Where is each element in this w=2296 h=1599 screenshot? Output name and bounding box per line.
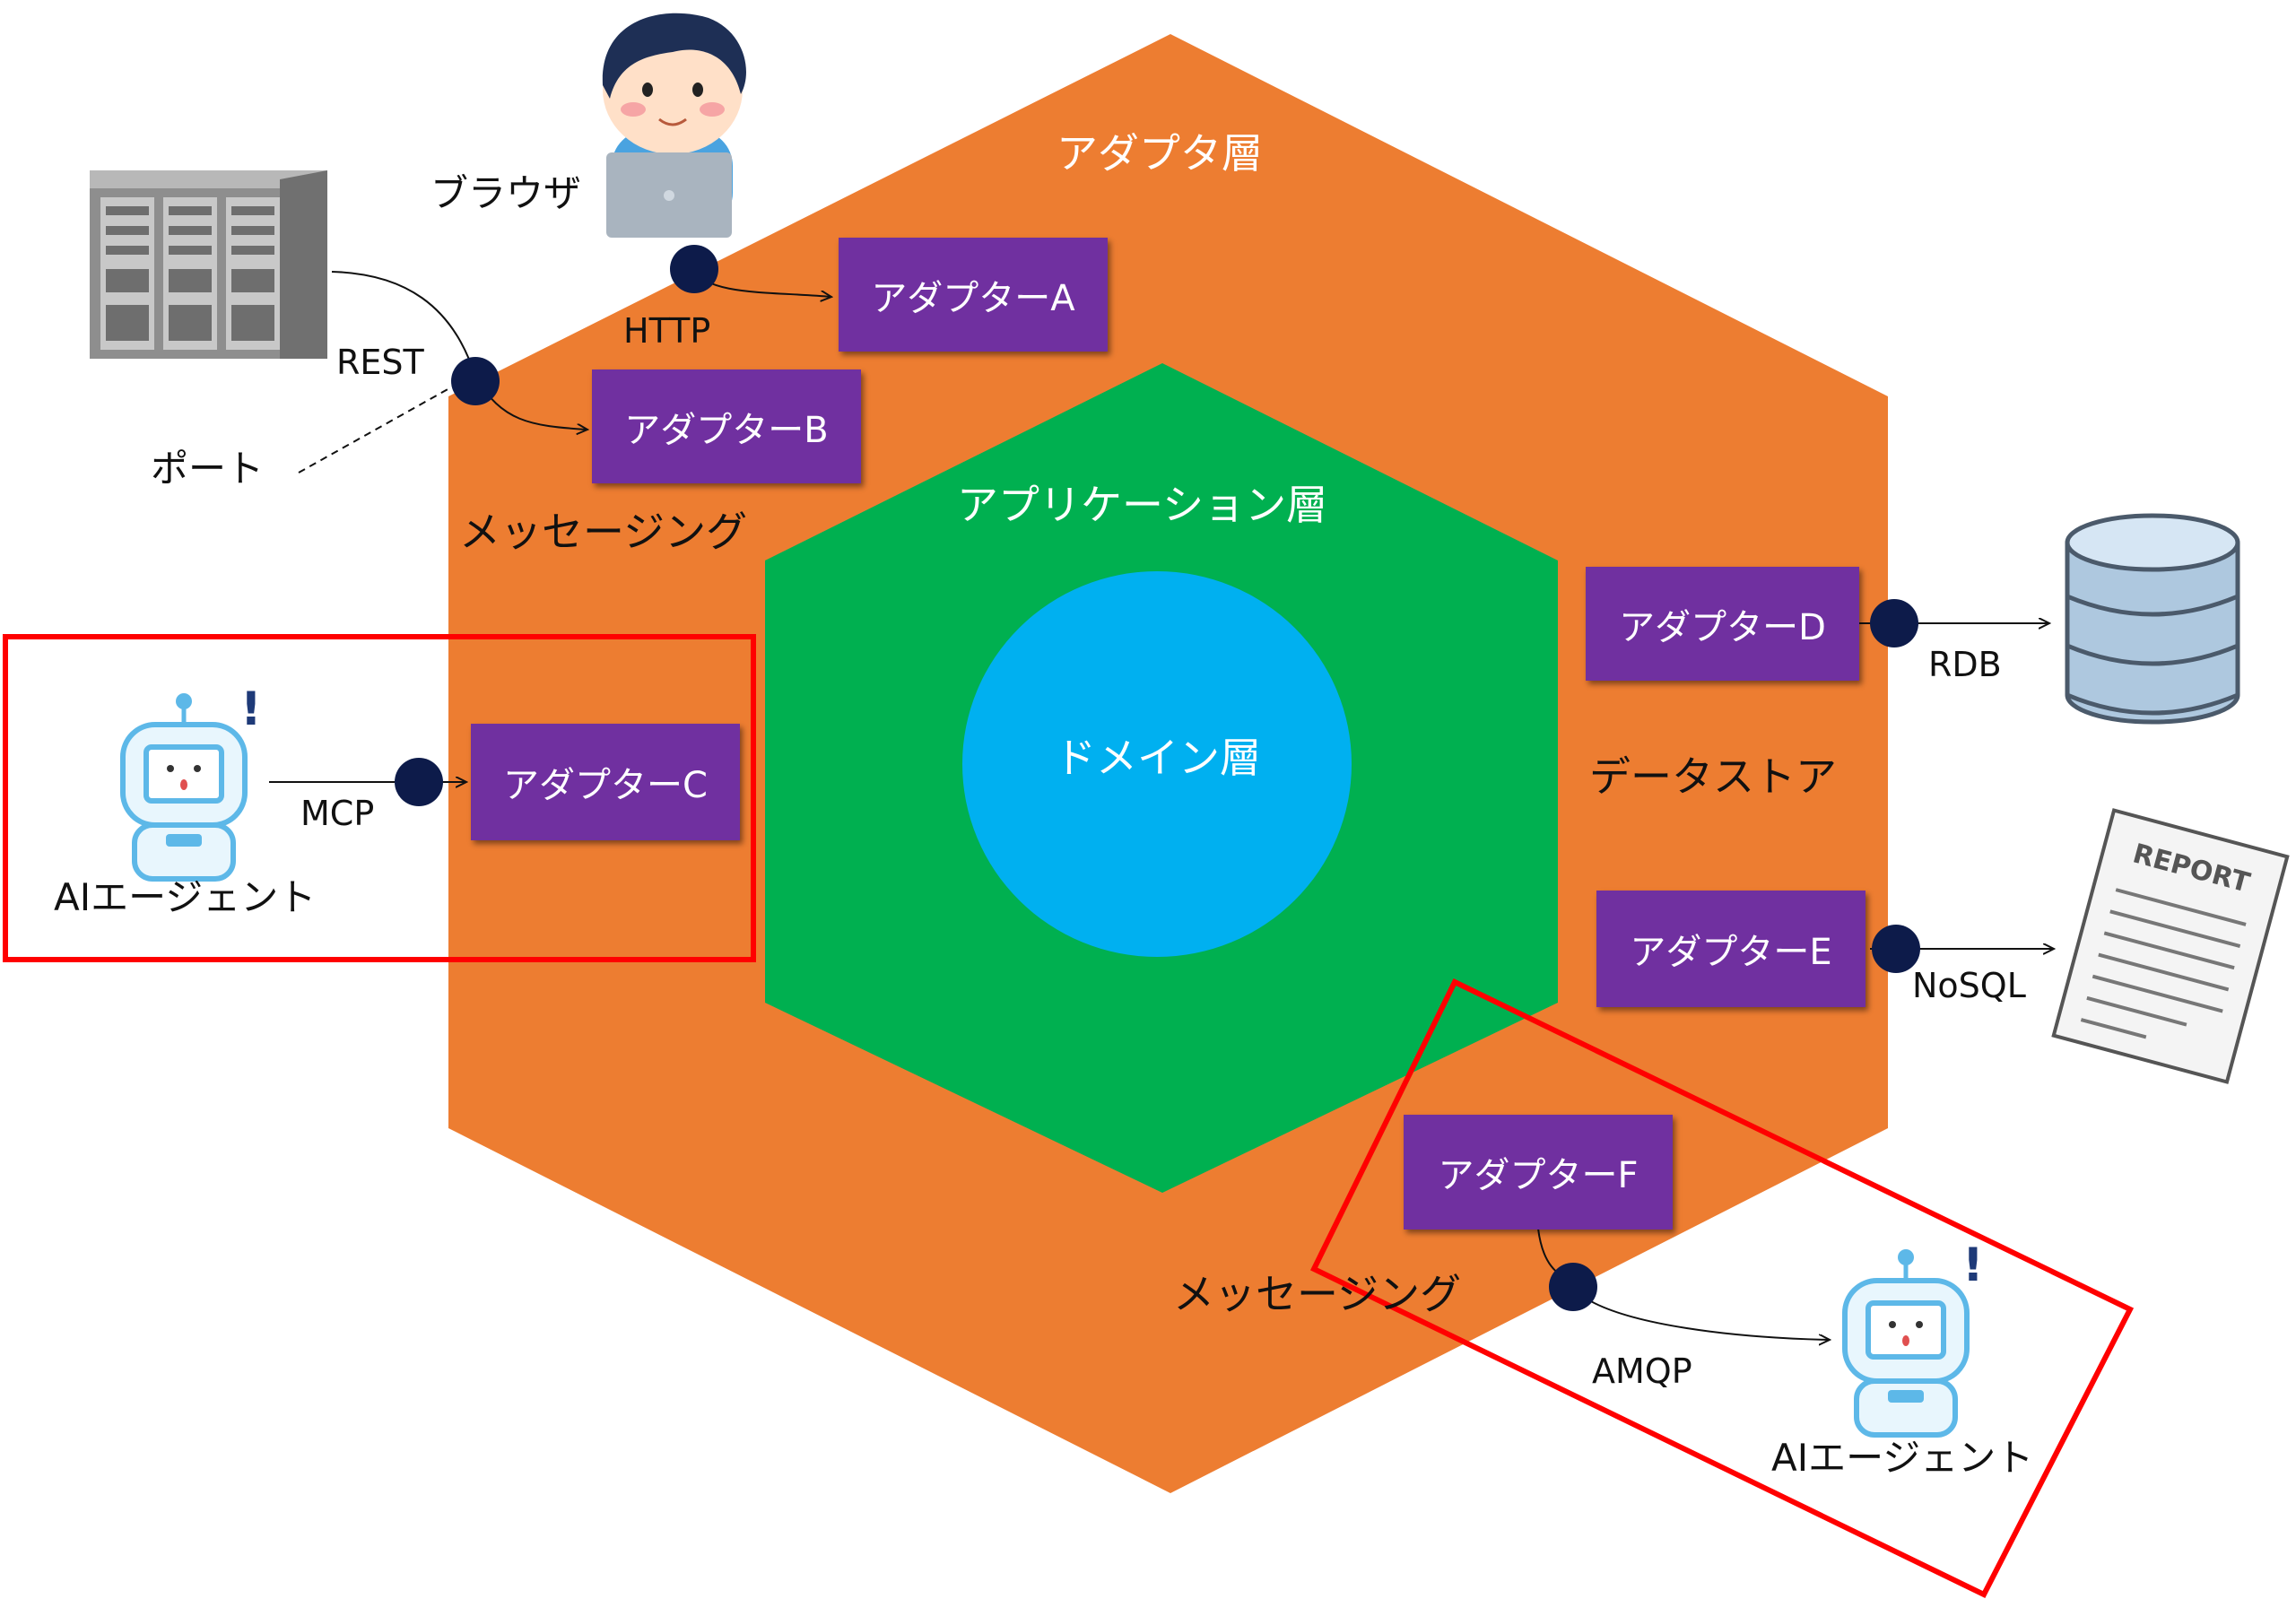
protocol-mcp-label: MCP [300,794,375,833]
port-pointer-line [298,383,458,474]
amqp-connector [1573,1289,1830,1340]
report-icon: REPORT [2051,808,2290,1084]
protocol-rest-label: REST [336,343,424,382]
port-mcp [395,758,443,806]
svg-text:!: ! [1962,1238,1984,1292]
port-nosql [1872,925,1920,973]
port-http [670,245,718,293]
ai-agent-label-right: AIエージェント [1771,1436,2034,1480]
highlight-box-mcp [3,634,756,962]
port-rest [451,357,500,405]
rest-server-connector [331,271,476,378]
ai-agent-label-left: AIエージェント [54,875,317,919]
port-label: ポート [151,447,265,491]
port-amqp [1549,1263,1597,1311]
adapter-c: アダプターC [471,724,740,840]
adapter-layer-label: アダプタ層 [1057,129,1263,178]
messaging-label-top: メッセージング [459,508,748,556]
protocol-amqp-label: AMQP [1592,1351,1692,1391]
adapter-a: アダプターA [839,238,1108,352]
adapter-d: アダプターD [1586,567,1859,681]
port-rdb [1870,599,1918,647]
ai-agent-robot-icon-right: ! [1842,1238,1984,1438]
protocol-nosql-label: NoSQL [1912,966,2026,1005]
domain-layer-label: ドメイン層 [1055,734,1261,782]
protocol-http-label: HTTP [623,311,711,351]
messaging-label-bottom: メッセージング [1173,1270,1462,1318]
adapter-e: アダプターE [1596,891,1866,1007]
browser-label: ブラウザ [430,171,582,215]
adapter-f: アダプターF [1404,1115,1673,1230]
database-icon [2065,513,2240,725]
datastore-label: データストア [1589,752,1837,801]
svg-text:!: ! [240,682,262,736]
server-rack-icon [90,170,327,359]
adapter-b: アダプターB [592,369,861,483]
domain-layer-circle [962,571,1352,957]
highlight-box-amqp [1309,978,2135,1598]
protocol-rdb-label: RDB [1928,645,2002,684]
application-layer-label: アプリケーション層 [957,481,1328,529]
ai-agent-robot-icon-left: ! [120,682,262,882]
browser-user-icon [602,13,746,238]
